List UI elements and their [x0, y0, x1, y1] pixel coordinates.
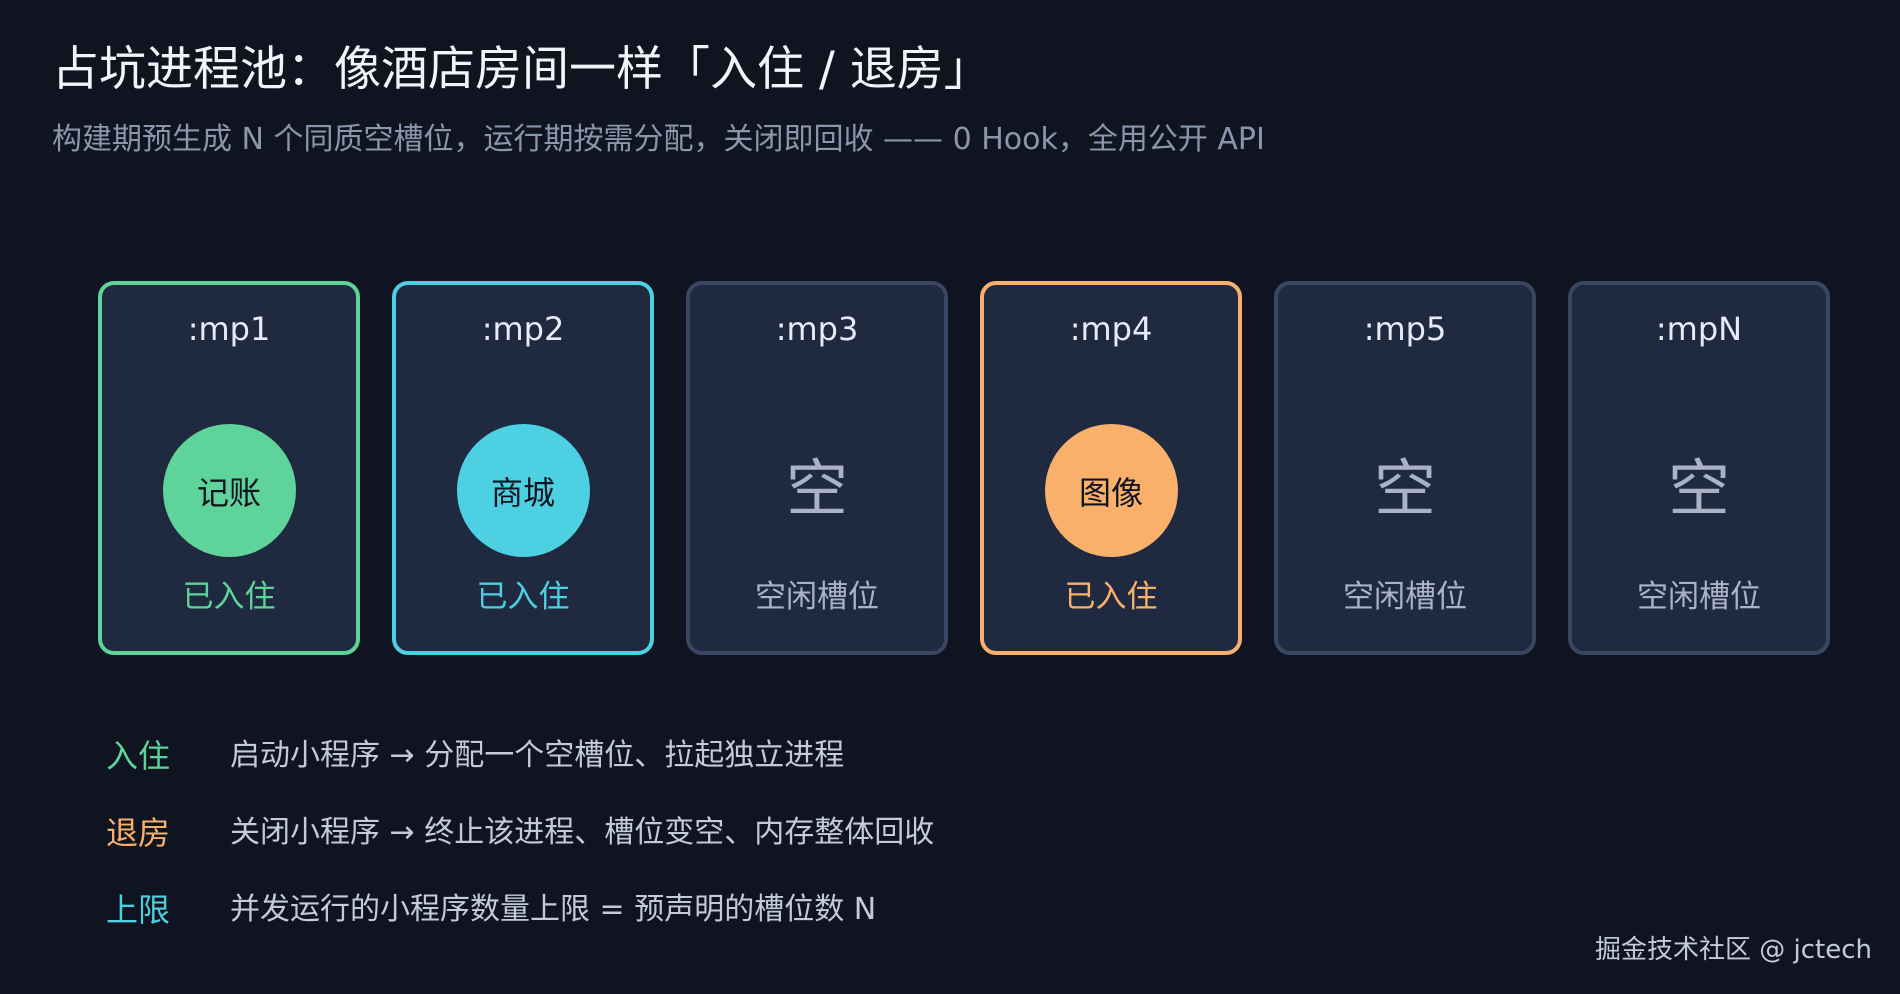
legend-term: 退房 — [106, 814, 171, 852]
slot-status-label: 已入住 — [476, 579, 570, 615]
slot-card-mpN: :mpN 空 空闲槽位 — [1568, 281, 1830, 655]
slot-card-mp4: :mp4 图像 已入住 — [980, 281, 1242, 655]
empty-slot-glyph: 空 — [1667, 452, 1730, 525]
tenant-badge: 记账 — [162, 424, 296, 557]
legend-limit: 上限 并发运行的小程序数量上限 = 预声明的槽位数 N — [106, 885, 876, 935]
legend-description: 并发运行的小程序数量上限 = 预声明的槽位数 N — [230, 892, 877, 927]
slot-status-label: 已入住 — [182, 579, 276, 615]
slot-id-label: :mp2 — [481, 310, 565, 348]
legend-checkin: 入住 启动小程序 → 分配一个空槽位、拉起独立进程 — [106, 731, 844, 781]
slot-id-label: :mpN — [1655, 310, 1743, 348]
empty-slot-glyph: 空 — [785, 452, 848, 525]
diagram-title: 占坑进程池：像酒店房间一样「入住 / 退房」 — [52, 42, 991, 97]
slot-card-mp2: :mp2 商城 已入住 — [392, 281, 654, 655]
legend-checkout: 退房 关闭小程序 → 终止该进程、槽位变空、内存整体回收 — [106, 808, 934, 858]
slot-id-label: :mp1 — [187, 310, 271, 348]
slot-id-label: :mp4 — [1069, 310, 1153, 348]
empty-slot-glyph: 空 — [1373, 452, 1436, 525]
legend-description: 启动小程序 → 分配一个空槽位、拉起独立进程 — [230, 738, 845, 773]
slot-id-label: :mp3 — [775, 310, 859, 348]
slot-id-label: :mp5 — [1363, 310, 1447, 348]
slot-status-label: 空闲槽位 — [1637, 579, 1761, 615]
tenant-badge: 商城 — [456, 424, 590, 557]
slot-card-mp1: :mp1 记账 已入住 — [98, 281, 360, 655]
slot-status-label: 已入住 — [1064, 579, 1158, 615]
slot-status-label: 空闲槽位 — [1343, 579, 1467, 615]
slot-card-mp5: :mp5 空 空闲槽位 — [1274, 281, 1536, 655]
diagram-subtitle: 构建期预生成 N 个同质空槽位，运行期按需分配，关闭即回收 —— 0 Hook，… — [52, 122, 1265, 157]
tenant-badge: 图像 — [1044, 424, 1178, 557]
legend-description: 关闭小程序 → 终止该进程、槽位变空、内存整体回收 — [230, 815, 935, 850]
slot-status-label: 空闲槽位 — [755, 579, 879, 615]
watermark: 掘金技术社区 @ jctech — [1594, 935, 1872, 965]
slot-card-mp3: :mp3 空 空闲槽位 — [686, 281, 948, 655]
legend-term: 上限 — [106, 891, 171, 929]
legend-term: 入住 — [106, 737, 171, 775]
